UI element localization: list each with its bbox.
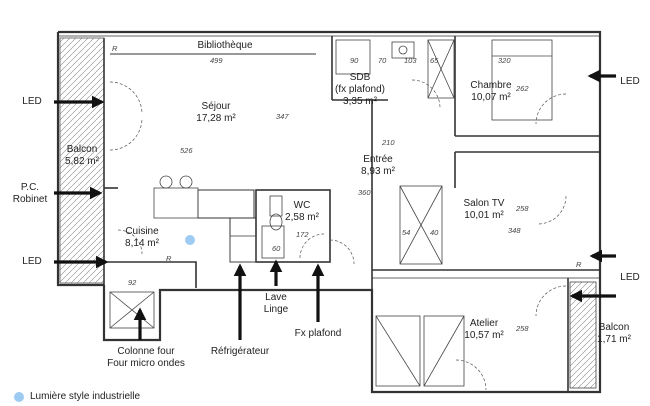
room-sejour-name: Séjour <box>201 101 231 112</box>
dim-r2: R <box>166 254 172 263</box>
dim-90: 90 <box>350 56 359 65</box>
room-sdb-area: 3,35 m² <box>343 96 377 107</box>
room-bibliotheque: Bibliothèque <box>197 40 253 51</box>
room-cuisine-area: 8,14 m² <box>125 238 159 249</box>
dim-210: 210 <box>382 138 395 147</box>
room-chambre-name: Chambre <box>470 80 512 91</box>
room-chambre: Chambre 10,07 m² <box>456 80 526 104</box>
room-salon-tv-name: Salon TV <box>463 198 505 209</box>
room-chambre-area: 10,07 m² <box>471 92 511 103</box>
dim-103: 103 <box>404 56 417 65</box>
room-balcon-2-area: 1,71 m² <box>597 334 631 345</box>
room-cuisine-name: Cuisine <box>125 226 159 237</box>
callout-lave-line1: Lave <box>265 292 287 303</box>
legend: Lumière style industrielle <box>14 391 140 402</box>
dim-54: 54 <box>402 228 411 237</box>
room-balcon-1-area: 5,82 m² <box>65 156 99 167</box>
callout-fx-plafond: Fx plafond <box>294 328 342 339</box>
room-sdb: SDB (fx plafond) 3,35 m² <box>330 72 390 108</box>
callout-pc-line1: P.C. <box>20 182 40 193</box>
room-atelier-name: Atelier <box>469 318 499 329</box>
dim-258a: 258 <box>516 204 529 213</box>
dim-60: 60 <box>272 244 281 253</box>
callout-led-4: LED <box>620 272 640 283</box>
dim-347: 347 <box>276 112 289 121</box>
room-cuisine: Cuisine 8,14 m² <box>116 226 168 250</box>
room-balcon-1-name: Balcon <box>66 144 98 155</box>
callout-colonne-line1: Colonne four <box>117 346 175 357</box>
callout-arrows <box>54 69 616 340</box>
room-wc-name: WC <box>293 200 311 211</box>
legend-light-icon <box>14 391 24 402</box>
room-salon-tv: Salon TV 10,01 m² <box>452 198 516 222</box>
dim-348: 348 <box>508 226 521 235</box>
callout-led-1: LED <box>22 96 42 107</box>
callout-led-3: LED <box>620 76 640 87</box>
room-sdb-note: (fx plafond) <box>334 84 386 95</box>
room-balcon-2: Balcon 1,71 m² <box>594 322 634 346</box>
dim-40: 40 <box>430 228 439 237</box>
callout-pc-line2: Robinet <box>12 194 48 205</box>
room-entree: Entrée 8,93 m² <box>346 154 410 178</box>
door-swings <box>109 79 567 391</box>
room-atelier-area: 10,57 m² <box>464 330 504 341</box>
dim-526: 526 <box>180 146 193 155</box>
room-atelier: Atelier 10,57 m² <box>452 318 516 342</box>
interior-walls <box>104 36 600 392</box>
dim-320: 320 <box>498 56 511 65</box>
dim-r1: R <box>112 44 118 53</box>
dim-65: 65 <box>430 56 439 65</box>
callout-led-2: LED <box>22 256 42 267</box>
room-wc: WC 2,58 m² <box>276 200 328 224</box>
room-wc-area: 2,58 m² <box>285 212 319 223</box>
dim-172: 172 <box>296 230 309 239</box>
balcon-left-strip <box>59 37 105 285</box>
dim-499: 499 <box>210 56 223 65</box>
legend-label: Lumière style industrielle <box>30 391 141 402</box>
room-sejour-area: 17,28 m² <box>196 113 236 124</box>
dim-r3: R <box>576 260 582 269</box>
room-entree-area: 8,93 m² <box>361 166 395 177</box>
dim-92: 92 <box>128 278 137 287</box>
dim-262: 262 <box>516 84 529 93</box>
room-entree-name: Entrée <box>363 154 393 165</box>
callout-lave-linge: Lave Linge <box>256 292 296 316</box>
callout-lave-line2: Linge <box>263 304 289 315</box>
dim-258b: 258 <box>516 324 529 333</box>
industrial-light-marker <box>185 235 195 245</box>
callout-colonne-four: Colonne four Four micro ondes <box>94 346 198 370</box>
dim-70: 70 <box>378 56 387 65</box>
callout-colonne-line2: Four micro ondes <box>107 358 185 369</box>
dim-360: 360 <box>358 188 371 197</box>
room-salon-tv-area: 10,01 m² <box>464 210 504 221</box>
room-balcon-2-name: Balcon <box>598 322 630 333</box>
room-sejour: Séjour 17,28 m² <box>180 101 252 125</box>
callout-refrigerateur: Réfrigérateur <box>210 346 270 357</box>
room-balcon-1: Balcon 5,82 m² <box>56 144 108 168</box>
room-sdb-name: SDB <box>349 72 371 83</box>
callout-pc-robinet: P.C. Robinet <box>6 182 54 206</box>
